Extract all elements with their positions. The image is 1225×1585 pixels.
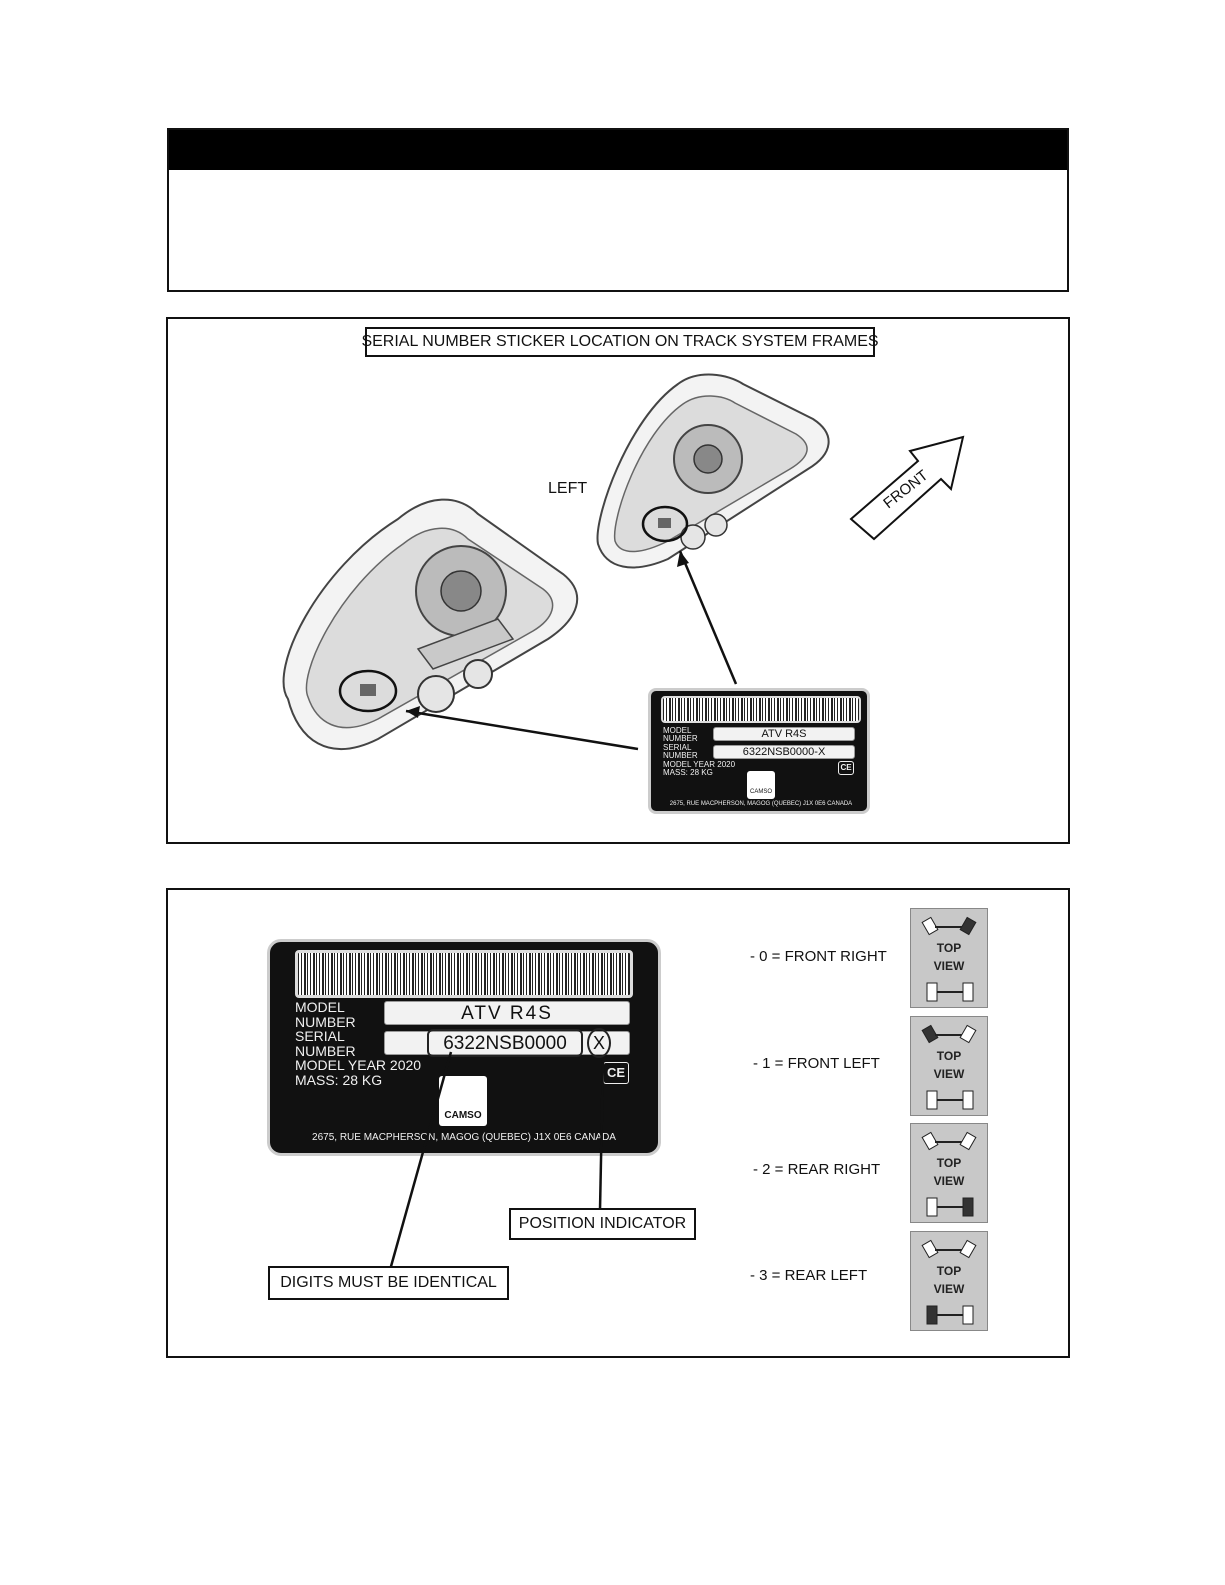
model-value: ATV R4S	[713, 727, 855, 741]
model-year: MODEL YEAR 2020	[663, 760, 736, 769]
position-indicator-callout: POSITION INDICATOR	[509, 1208, 696, 1240]
model-label-2: NUMBER	[295, 1013, 356, 1030]
model-label-2: NUMBER	[663, 734, 698, 744]
serial-label-2: NUMBER	[663, 751, 698, 761]
ce-mark: CE	[838, 761, 854, 775]
legend-label-3: - 3 = REAR LEFT	[750, 1267, 868, 1284]
top-view-icon-front-right: TOP VIEW	[910, 908, 988, 1008]
address: 2675, RUE MACPHERSON, MAGOG (QUEBEC) J1X…	[312, 1132, 616, 1143]
model-label: MODEL	[295, 999, 345, 1015]
serial-value: 6322NSB0000-X	[713, 745, 855, 759]
mass: MASS: 28 KG	[663, 768, 713, 778]
position-suffix: X	[587, 1028, 611, 1058]
serial-digits: 6322NSB0000	[427, 1029, 583, 1057]
mass: MASS: 28 KG	[295, 1071, 383, 1088]
serial-sticker-small: MODEL NUMBER SERIAL NUMBER ATV R4S 6322N…	[648, 688, 870, 814]
pointer-line-front	[678, 550, 738, 685]
position-indicator-panel: MODEL NUMBER SERIAL NUMBER ATV R4S 6322N…	[166, 888, 1070, 1358]
front-track-frame	[596, 373, 830, 569]
serial-value-field: 6322NSB0000 X	[384, 1028, 630, 1058]
digits-identical-callout: DIGITS MUST BE IDENTICAL	[268, 1266, 509, 1300]
callout-lines	[388, 1051, 605, 1271]
model-value: ATV R4S	[384, 1001, 630, 1025]
model-label: MODEL	[663, 726, 692, 735]
legend-label-1: - 1 = FRONT LEFT	[753, 1055, 880, 1072]
sticker-location-panel: SERIAL NUMBER STICKER LOCATION ON TRACK …	[166, 317, 1070, 844]
serial-label: SERIAL	[663, 742, 692, 752]
serial-label: SERIAL	[295, 1028, 345, 1045]
top-view-icon-rear-left: TOP VIEW	[910, 1231, 988, 1331]
legend-label-2: - 2 = REAR RIGHT	[753, 1161, 881, 1178]
notice-box	[167, 128, 1069, 292]
track-frames-illustration	[282, 373, 965, 751]
serial-sticker-large: MODEL NUMBER SERIAL NUMBER ATV R4S 6322N…	[267, 939, 661, 1156]
camso-logo: CAMSO	[747, 771, 775, 799]
panel-title: SERIAL NUMBER STICKER LOCATION ON TRACK …	[361, 327, 879, 357]
address: 2675, RUE MACPHERSON, MAGOG (QUEBEC) J1X…	[669, 801, 853, 807]
left-label: LEFT	[548, 480, 588, 497]
top-view-icon-front-left: TOP VIEW	[910, 1016, 988, 1116]
legend-label-0: - 0 = FRONT RIGHT	[750, 948, 887, 965]
notice-header-bar	[169, 130, 1067, 170]
front-arrow	[849, 435, 965, 541]
rear-track-frame	[282, 498, 579, 750]
pointer-line-rear	[405, 709, 639, 751]
sticker-barcode-large	[295, 950, 633, 998]
serial-label-2: NUMBER	[295, 1043, 356, 1060]
model-year: MODEL YEAR 2020	[295, 1057, 422, 1073]
sticker-barcode	[661, 696, 861, 723]
camso-logo: CAMSO	[439, 1076, 487, 1126]
top-view-icon-rear-right: TOP VIEW	[910, 1123, 988, 1223]
